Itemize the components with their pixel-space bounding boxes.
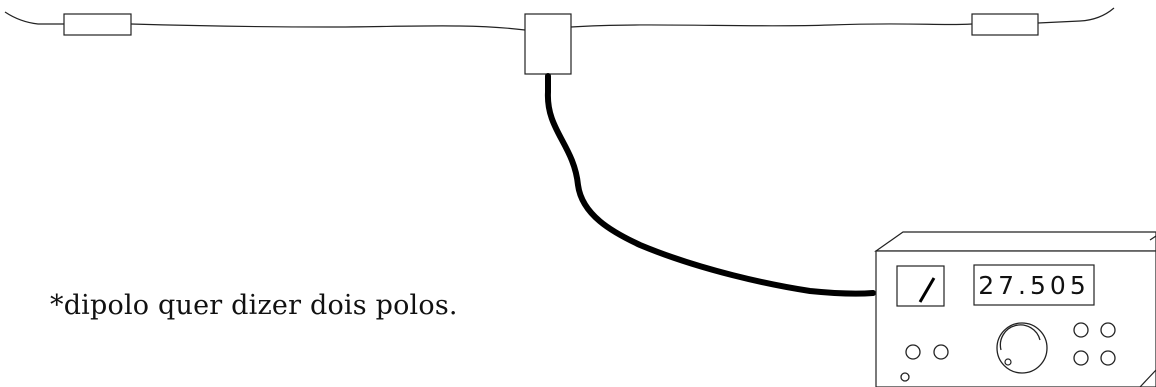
control-knob <box>1100 322 1116 338</box>
control-knob <box>1073 322 1089 338</box>
signal-meter <box>896 265 945 307</box>
control-knob <box>1100 350 1116 366</box>
left-end-insulator <box>63 13 132 36</box>
right-antenna-wire <box>1037 7 1115 24</box>
tuning-dial-outer <box>996 322 1048 374</box>
radio-transceiver <box>874 231 1156 387</box>
frequency-readout: 27.505 <box>978 270 1090 300</box>
radio-top-face <box>874 231 1156 252</box>
center-balun-box <box>524 13 572 75</box>
control-knob <box>900 372 910 382</box>
control-knob <box>933 344 949 360</box>
meter-needle <box>918 277 936 303</box>
coax-cable <box>544 73 876 297</box>
right-dipole-arm <box>570 23 973 28</box>
left-antenna-wire <box>4 11 64 25</box>
frequency-display-frame <box>973 264 1095 306</box>
caption-text: *dipolo quer dizer dois polos. <box>50 290 458 321</box>
tuning-dial-inner <box>999 324 1041 351</box>
control-knob <box>1073 350 1089 366</box>
radio-side-edge <box>1139 235 1156 387</box>
left-dipole-arm <box>130 23 526 31</box>
control-knob <box>905 344 921 360</box>
right-end-insulator <box>971 13 1039 36</box>
tuning-dial-dot <box>1004 358 1012 366</box>
